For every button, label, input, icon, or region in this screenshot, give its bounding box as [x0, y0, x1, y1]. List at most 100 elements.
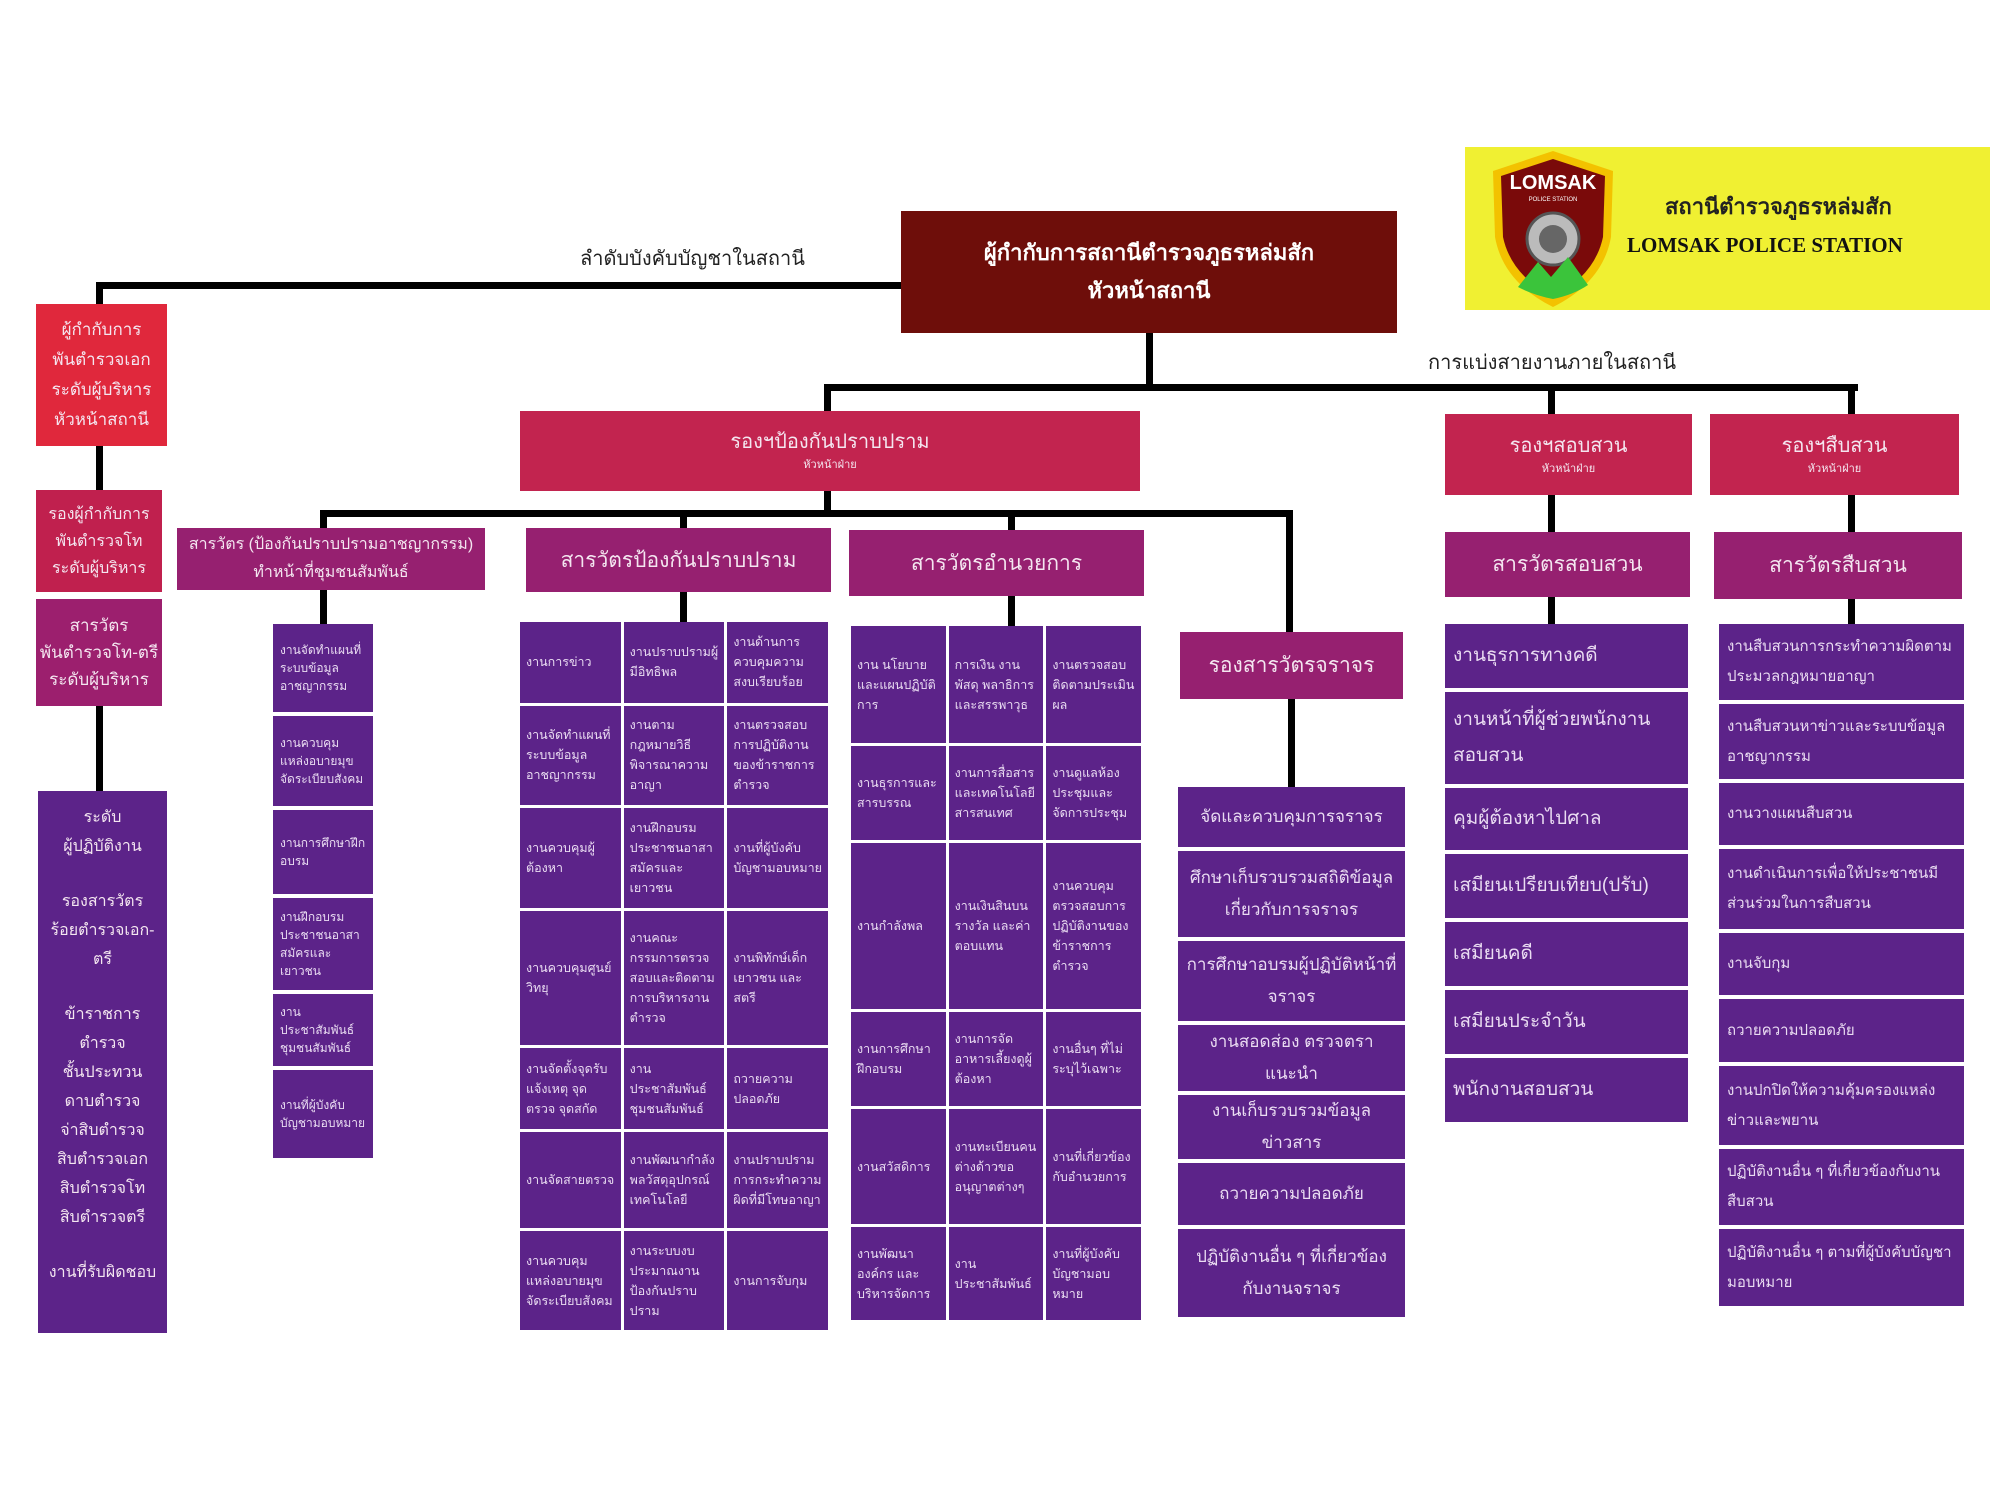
- section-prevention: สารวัตรป้องกันปราบปราม: [526, 528, 831, 592]
- task-item: งานปกปิดให้ความคุ้มครองแหล่งข่าวและพยาน: [1719, 1066, 1964, 1145]
- prevention-task-grid: งานการข่าวงานปราบปรามผู้มีอิทธิพลงานด้าน…: [520, 622, 828, 1330]
- task-item: งานควบคุมแหล่งอบายมุขจัดระเบียบสังคม: [273, 716, 373, 806]
- task-item: เสมียนเปรียบเทียบ(ปรับ): [1445, 854, 1688, 918]
- deputy-inquiry-title: รองฯสอบสวน: [1509, 434, 1628, 457]
- connector-line: [1288, 699, 1295, 788]
- station-logo-banner: LOMSAK POLICE STATION สถานีตำรวจภูธรหล่ม…: [1465, 147, 1990, 310]
- connector-line: [96, 446, 103, 491]
- traffic-task-list: จัดและควบคุมการจราจรศึกษาเก็บรวบรวมสถิติ…: [1178, 787, 1405, 1317]
- task-item: งานสืบสวนหาข่าวและระบบข้อมูลอาชญากรรม: [1719, 704, 1964, 779]
- badge-text: LOMSAK: [1510, 172, 1597, 194]
- rank-deputy-superintendent: รองผู้กำกับการพันตำรวจโทระดับผู้บริหาร: [36, 490, 162, 592]
- task-item: เสมียนคดี: [1445, 922, 1688, 986]
- task-item: งานจัดสายตรวจ: [520, 1131, 621, 1229]
- task-item: งานตรวจสอบการปฏิบัติงานของข้าราชการตำรวจ: [727, 705, 828, 806]
- connector-line: [680, 510, 687, 529]
- task-item: งานควบคุมศูนย์วิทยุ: [520, 910, 621, 1046]
- rank-superintendent: ผู้กำกับการพันตำรวจเอกระดับผู้บริหารหัวห…: [36, 304, 167, 446]
- investigation-task-list: งานสืบสวนการกระทำความผิดตามประมวลกฎหมายอ…: [1719, 624, 1964, 1306]
- task-item: ปฏิบัติงานอื่น ๆ ที่เกี่ยวข้องกับงานจราจ…: [1178, 1229, 1405, 1317]
- division-lines-label: การแบ่งสายงานภายในสถานี: [1428, 352, 1677, 374]
- task-item: งานปราบปรามการกระทำความผิดที่มีโทษอาญา: [727, 1131, 828, 1229]
- connector-line: [96, 282, 103, 306]
- deputy-investigation-title: รองฯสืบสวน: [1781, 434, 1888, 457]
- section-community-line1: สารวัตร (ป้องกันปราบปรามอาชญากรรม): [188, 536, 474, 553]
- connector-line: [824, 491, 831, 515]
- connector-line: [99, 282, 902, 289]
- rank-line: ข้าราชการ: [64, 1006, 141, 1023]
- rank-line: ชั้นประทวน: [62, 1064, 143, 1081]
- task-item: งานประชาสัมพันธ์ ชุมชนสัมพันธ์: [273, 994, 373, 1066]
- task-item: งานที่เกี่ยวข้องกับอำนวยการ: [1046, 1108, 1141, 1225]
- connector-line: [1146, 333, 1153, 390]
- connector-line: [320, 510, 327, 529]
- rank-line: พันตำรวจโท-ตรี: [39, 643, 159, 662]
- task-item: งานวางแผนสืบสวน: [1719, 783, 1964, 845]
- task-item: จัดและควบคุมการจราจร: [1178, 787, 1405, 847]
- task-item: งานด้านการควบคุมความสงบเรียบร้อย: [727, 622, 828, 703]
- connector-line: [1548, 597, 1555, 625]
- task-item: งานการศึกษาฝึกอบรม: [851, 1012, 946, 1106]
- task-item: คุมผู้ต้องหาไปศาล: [1445, 788, 1688, 850]
- rank-line: ระดับผู้บริหาร: [52, 559, 146, 577]
- task-item: งานที่ผู้บังคับบัญชามอบหมาย: [273, 1070, 373, 1158]
- rank-line: รองผู้กำกับการ: [48, 505, 150, 523]
- section-community: สารวัตร (ป้องกันปราบปรามอาชญากรรม) ทำหน้…: [177, 528, 485, 590]
- deputy-prevention-title: รองฯป้องกันปราบปราม: [730, 431, 930, 453]
- connector-line: [1848, 384, 1855, 415]
- task-item: การเงิน งานพัสดุ พลาธิการและสรรพาวุธ: [948, 626, 1044, 744]
- deputy-inquiry-sub: หัวหน้าฝ่าย: [1541, 462, 1596, 475]
- operational-level: ระดับผู้ปฏิบัติงาน: [63, 803, 142, 861]
- task-item: งานสืบสวนการกระทำความผิดตามประมวลกฎหมายอ…: [1719, 624, 1964, 700]
- task-item: ถวายความปลอดภัย: [727, 1048, 828, 1129]
- task-item: งานการข่าว: [520, 622, 621, 703]
- section-inquiry: สารวัตรสอบสวน: [1445, 532, 1690, 597]
- rank-line: ผู้กำกับการ: [61, 320, 142, 339]
- connector-line: [1008, 510, 1015, 531]
- connector-line: [824, 384, 831, 412]
- deputy-inquiry-box: รองฯสอบสวน หัวหน้าฝ่าย: [1445, 414, 1692, 495]
- task-item: ปฏิบัติงานอื่น ๆ ตามที่ผู้บังคับบัญชามอบ…: [1719, 1229, 1964, 1306]
- task-item: งานดำเนินการเพื่อให้ประชาชนมีส่วนร่วมในก…: [1719, 849, 1964, 929]
- station-name-th: สถานีตำรวจภูธรหล่มสัก: [1665, 194, 1892, 219]
- task-item: งานสวัสดิการ: [851, 1108, 946, 1225]
- task-item: งานระบบงบประมาณงานป้องกันปราบปราม: [623, 1231, 725, 1330]
- task-item: งานหน้าที่ผู้ช่วยพนักงานสอบสวน: [1445, 692, 1688, 784]
- connector-line: [1008, 596, 1015, 627]
- operational-duties: งานที่รับผิดชอบ: [48, 1264, 157, 1281]
- task-item: ศึกษาเก็บรวบรวมสถิติข้อมูลเกี่ยวกับการจร…: [1178, 851, 1405, 937]
- task-item: งานธุรการทางคดี: [1445, 624, 1688, 688]
- rank-operational: ระดับผู้ปฏิบัติงาน รองสารวัตรร้อยตำรวจเอ…: [38, 791, 167, 1333]
- task-item: งานประชาสัมพันธ์: [948, 1227, 1044, 1320]
- task-item: งานปราบปรามผู้มีอิทธิพล: [623, 622, 725, 703]
- connector-line: [320, 510, 1292, 517]
- task-item: ปฏิบัติงานอื่น ๆ ที่เกี่ยวข้องกับงานสืบส…: [1719, 1149, 1964, 1225]
- connector-line: [1548, 384, 1555, 415]
- rank-line: ร้อยตำรวจเอก-: [50, 922, 155, 939]
- task-item: งานอื่นๆ ที่ไม่ระบุไว้เฉพาะ: [1046, 1012, 1141, 1106]
- task-item: งานตามกฎหมายวิธีพิจารณาความอาญา: [623, 705, 725, 806]
- task-item: งานจัดทำแผนที่ระบบข้อมูลอาชญากรรม: [273, 624, 373, 712]
- task-item: งานฝึกอบรมประชาชนอาสาสมัครและเยาวชน: [273, 898, 373, 990]
- connector-line: [1848, 495, 1855, 533]
- task-item: งานพัฒนากำลังพลวัสดุอุปกรณ์เทคโนโลยี: [623, 1131, 725, 1229]
- inquiry-task-list: งานธุรการทางคดีงานหน้าที่ผู้ช่วยพนักงานส…: [1445, 624, 1688, 1122]
- task-item: งานจับกุม: [1719, 933, 1964, 995]
- task-item: งานเงินสินบนรางวัล และค่าตอบแทน: [948, 843, 1044, 1010]
- rank-line: ระดับผู้บริหาร: [51, 380, 152, 399]
- task-item: งานคณะกรรมการตรวจสอบและติดตามการบริหารงา…: [623, 910, 725, 1046]
- connector-line: [1548, 495, 1555, 533]
- rank-line: รองสารวัตร: [61, 893, 144, 910]
- task-item: งานสอดส่อง ตรวจตรา แนะนำ: [1178, 1025, 1405, 1091]
- task-item: งานพิทักษ์เด็ก เยาวชน และสตรี: [727, 910, 828, 1046]
- task-item: งานการศึกษาฝึกอบรม: [273, 810, 373, 894]
- rank-line: สิบตำรวจโท: [59, 1180, 146, 1197]
- task-item: งานจัดทำแผนที่ระบบข้อมูลอาชญากรรม: [520, 705, 621, 806]
- chain-of-command-label: ลำดับบังคับบัญชาในสถานี: [580, 248, 805, 270]
- rank-line: สารวัตร: [69, 616, 129, 635]
- connector-line: [824, 384, 1858, 391]
- police-badge-icon: LOMSAK POLICE STATION: [1493, 151, 1613, 307]
- task-item: ถวายความปลอดภัย: [1719, 999, 1964, 1062]
- task-item: ถวายความปลอดภัย: [1178, 1163, 1405, 1225]
- task-item: งานกำลังพล: [851, 843, 946, 1010]
